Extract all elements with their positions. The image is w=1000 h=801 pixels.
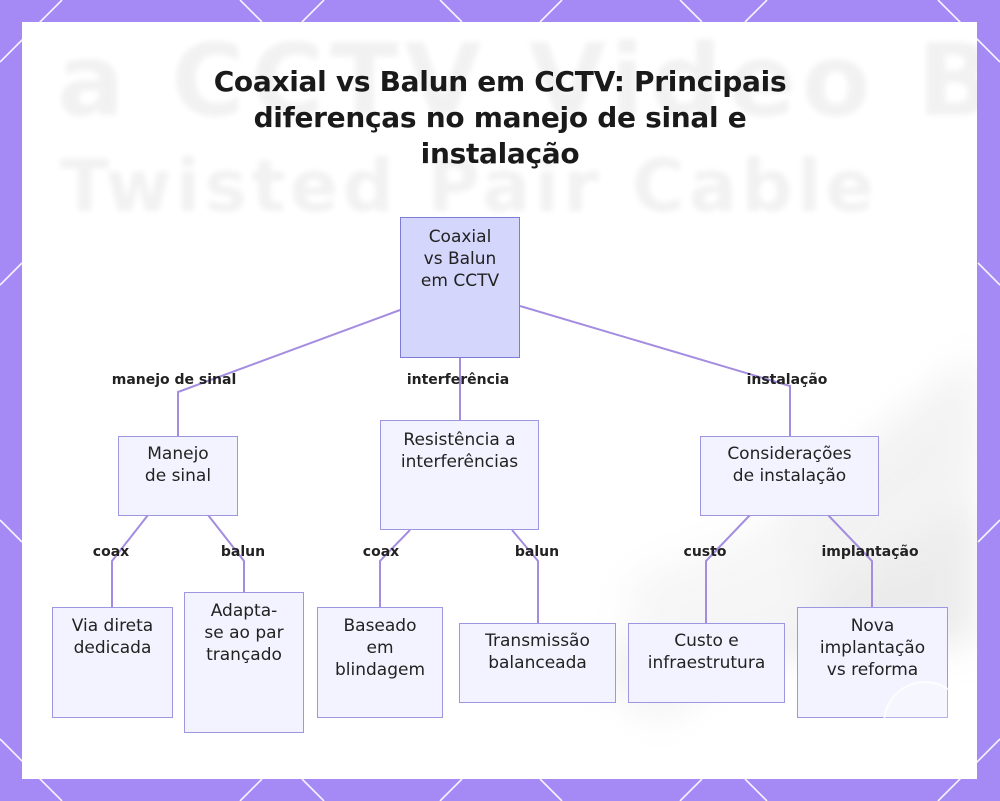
- watermark-logo: [883, 681, 967, 765]
- edge-label-interference-balun: balun: [514, 544, 560, 560]
- edge-label-installation: instalação: [746, 372, 828, 388]
- edge-label-signal: manejo de sinal: [111, 372, 237, 388]
- background-text-line: Twisted Pair Cable: [60, 144, 879, 228]
- node-label: Transmissão balanceada: [485, 631, 590, 673]
- edge-interference-balun: [511, 529, 539, 623]
- node-label: Considerações de instalação: [727, 444, 852, 486]
- node-signal-handling: Manejo de sinal: [118, 436, 238, 516]
- edge-installation-cost: [705, 514, 751, 623]
- background-text-line: a CCTV Video Bal: [57, 22, 977, 139]
- node-interference-balun: Transmissão balanceada: [459, 623, 616, 703]
- node-installation-cost: Custo e infraestrutura: [628, 623, 785, 703]
- node-interference-resistance: Resistência a interferências: [380, 420, 539, 530]
- edge-signal-coax: [111, 514, 149, 607]
- node-installation-considerations: Considerações de instalação: [700, 436, 879, 516]
- edge-label-install-deploy: implantação: [821, 544, 919, 560]
- edge-installation-deploy: [827, 514, 873, 607]
- node-label: Coaxial vs Balun em CCTV: [420, 227, 500, 291]
- node-label: Via direta dedicada: [71, 616, 154, 658]
- node-signal-balun: Adapta-se ao par trançado: [184, 592, 304, 733]
- node-interference-coax: Baseado em blindagem: [317, 607, 443, 718]
- node-label: Nova implantação vs reforma: [819, 616, 926, 680]
- edge-root-installation: [519, 305, 791, 436]
- edge-label-interference-coax: coax: [362, 544, 400, 560]
- node-label: Manejo de sinal: [144, 444, 212, 486]
- edge-interference-coax: [379, 529, 411, 607]
- node-label: Resistência a interferências: [400, 430, 519, 472]
- node-signal-coax: Via direta dedicada: [52, 607, 173, 718]
- edge-label-signal-balun: balun: [220, 544, 266, 560]
- edge-root-signal: [177, 309, 401, 436]
- node-label: Baseado em blindagem: [334, 616, 426, 680]
- node-label: Adapta-se ao par trançado: [204, 601, 284, 665]
- node-label: Custo e infraestrutura: [647, 631, 766, 673]
- node-root: Coaxial vs Balun em CCTV: [400, 217, 520, 358]
- edge-label-install-cost: custo: [683, 544, 727, 560]
- edge-signal-balun: [207, 514, 245, 592]
- edge-label-signal-coax: coax: [92, 544, 130, 560]
- diagram-title: Coaxial vs Balun em CCTV: Principais dif…: [213, 65, 787, 170]
- edge-label-interference: interferência: [406, 372, 510, 388]
